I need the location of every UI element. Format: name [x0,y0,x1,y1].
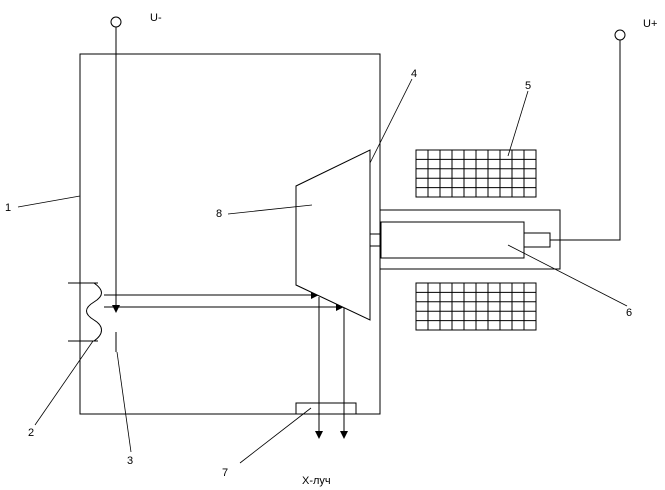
leader-5 [507,90,529,157]
negative-terminal-label: U- [150,12,162,24]
negative-terminal [110,16,122,28]
positive-terminal-label: U+ [643,18,657,30]
callout-5: 5 [525,80,531,92]
leader-1 [17,195,81,208]
positive-terminal [614,29,626,41]
leader-6 [507,244,628,307]
leader-2 [34,340,94,426]
leader-7 [239,407,312,464]
leader-3 [116,351,132,453]
callout-3: 3 [127,455,133,467]
callout-1: 1 [5,202,11,214]
callout-6: 6 [626,307,632,319]
anode-target [295,149,371,321]
housing-extension [380,209,561,270]
stator-winding-lower [415,282,537,331]
stator-winding-upper [415,149,537,198]
xray-output-label: X-луч [302,475,331,487]
anode-stem [369,233,382,247]
callout-2: 2 [28,427,34,439]
anode-shaft-end [523,232,551,248]
filament-coil [86,282,102,342]
positive-lead [550,40,621,241]
callout-7: 7 [222,467,228,479]
leader-8 [227,204,313,215]
callout-8: 8 [216,208,222,220]
anode-rotor-body [380,221,525,259]
output-window [295,402,357,415]
leader-4 [369,78,413,164]
callout-4: 4 [411,68,417,80]
